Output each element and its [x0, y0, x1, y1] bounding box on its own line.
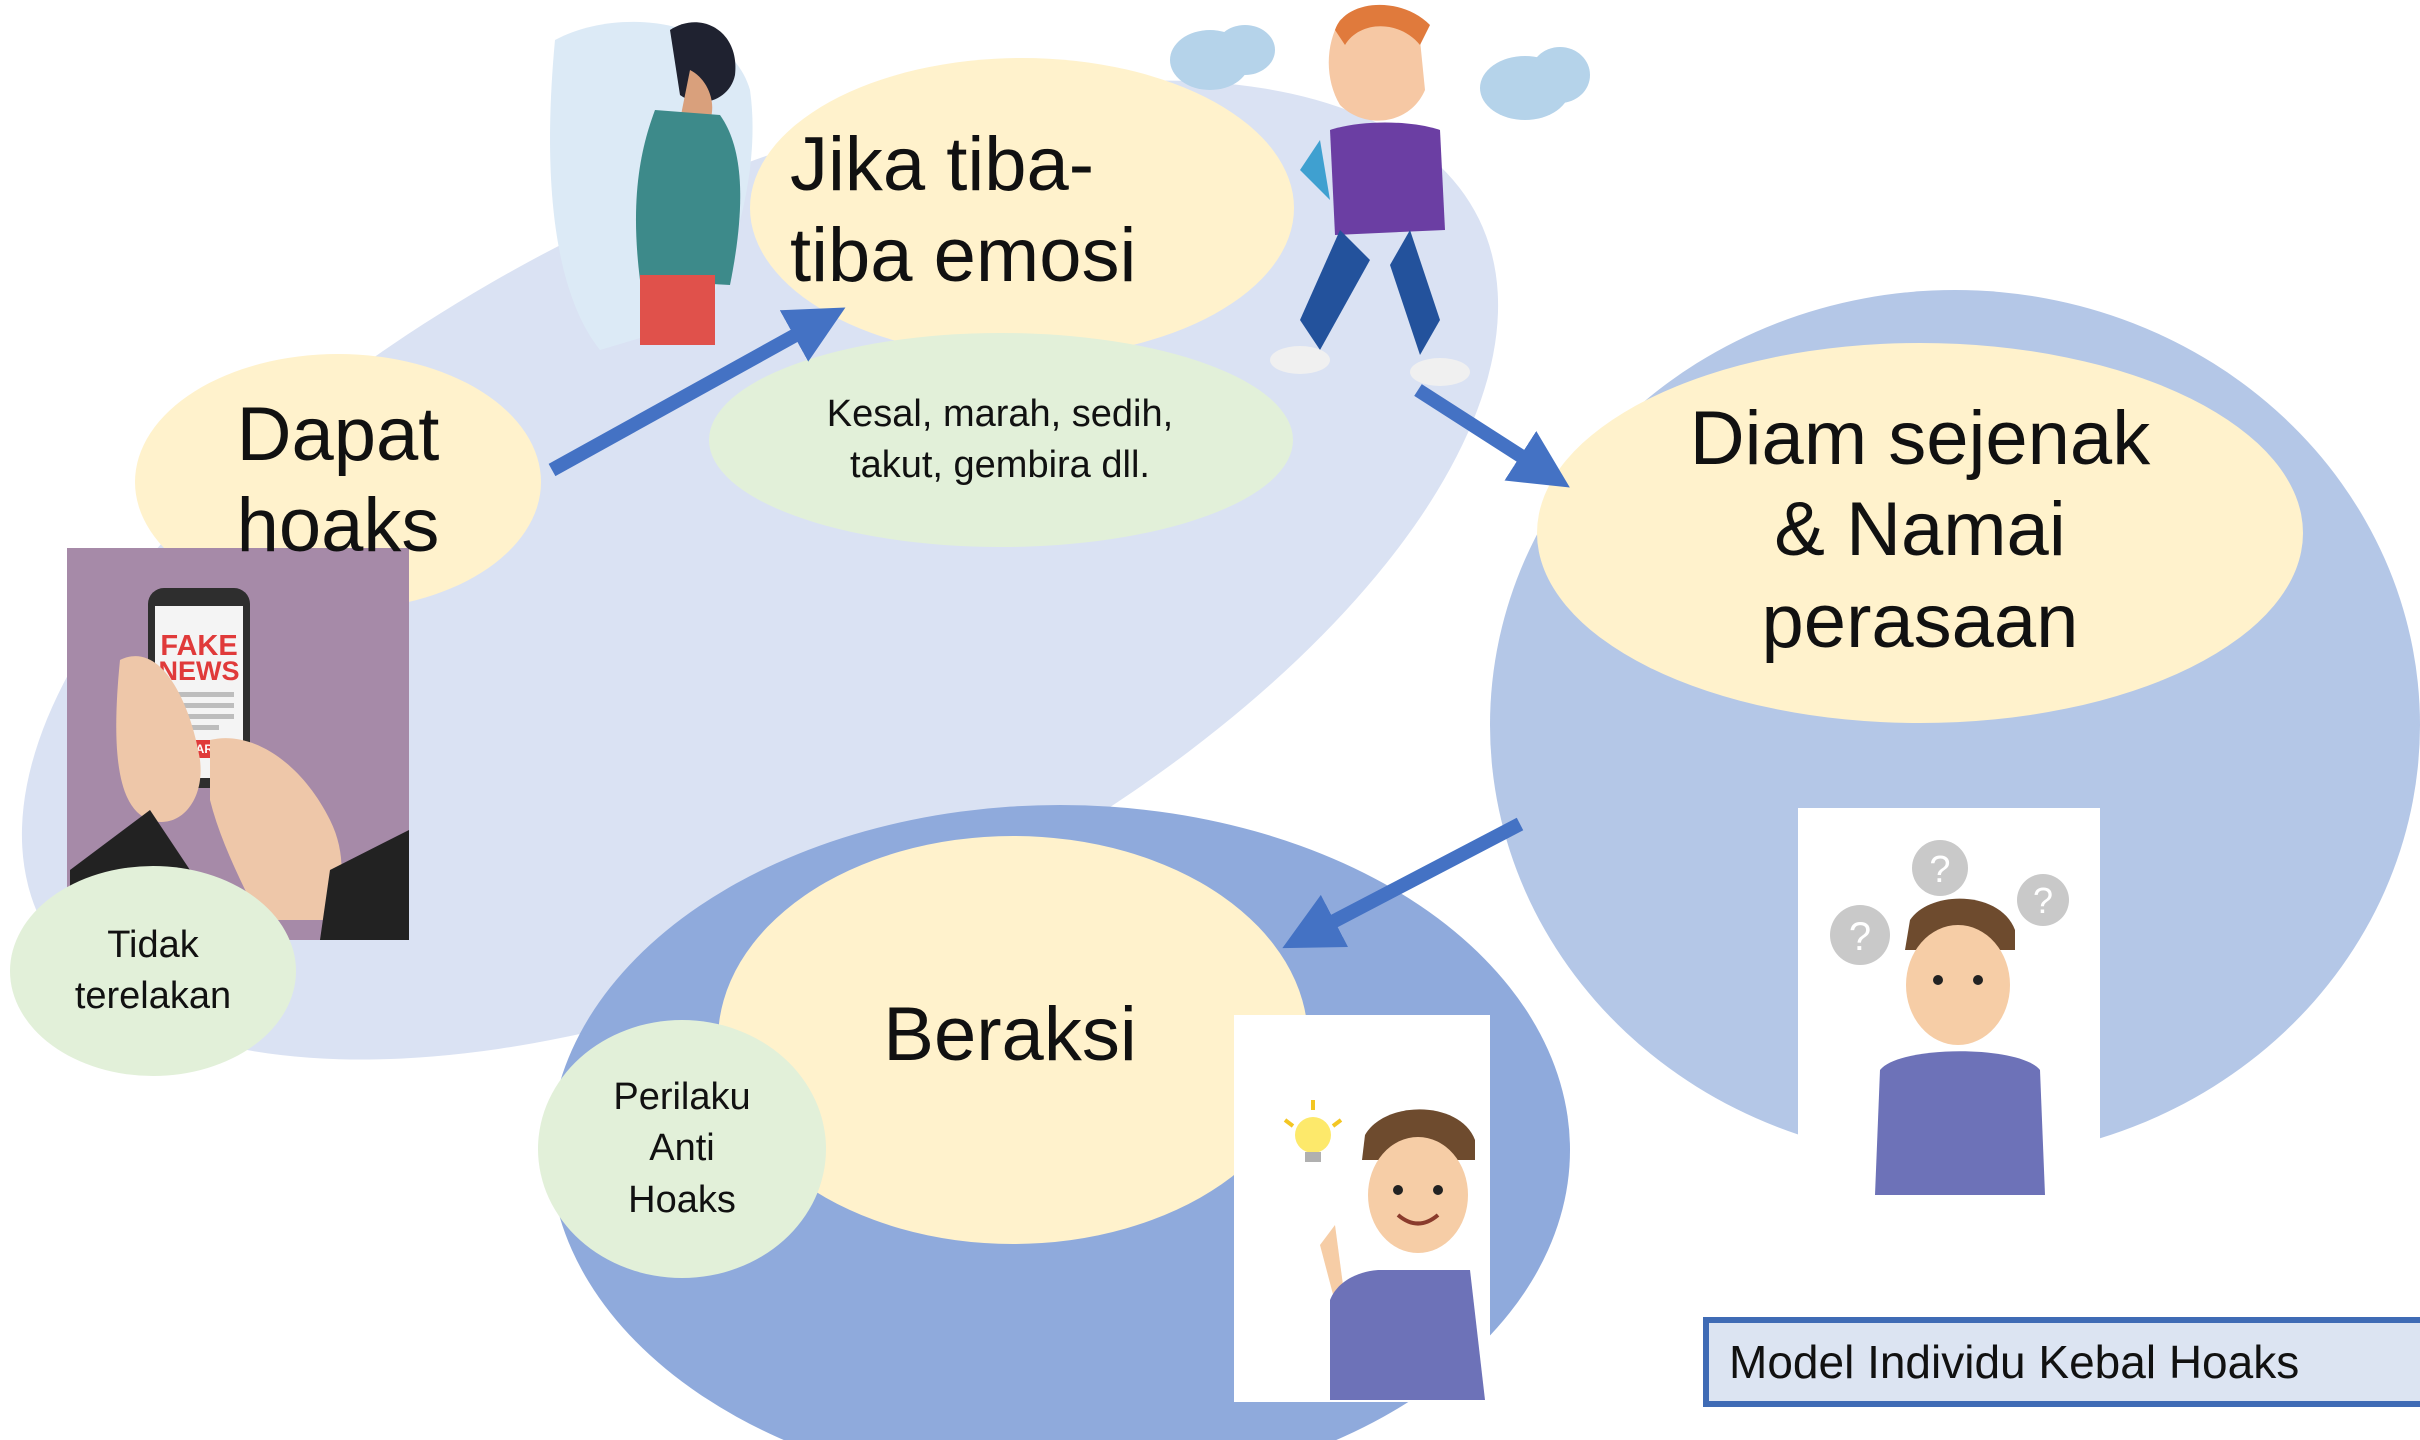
- svg-text:?: ?: [1929, 849, 1950, 891]
- angry-person-icon: [1170, 4, 1590, 386]
- arrow-step3-to-step4: [1282, 817, 1524, 949]
- idea-person-icon: [1234, 1015, 1490, 1402]
- arrow-step2-to-step3: [1414, 384, 1570, 488]
- step3-title: Diam sejenak & Namai perasaan: [1689, 396, 2151, 664]
- step2-oval: [750, 58, 1294, 358]
- step2-note: Kesal, marah, sedih,takut, gembira dll.: [826, 392, 1174, 486]
- crying-person-icon: [550, 21, 753, 351]
- phone-fake-text: FAKE: [160, 630, 237, 662]
- lightbulb-icon: [1283, 1100, 1343, 1162]
- step1-oval: [135, 354, 541, 610]
- diagram-caption-box: Model Individu Kebal Hoaks: [1703, 1317, 2420, 1407]
- question-mark-icon: ?: [1912, 840, 1968, 896]
- step4-oval: [718, 836, 1308, 1244]
- svg-text:?: ?: [2033, 880, 2053, 921]
- diagram-caption: Model Individu Kebal Hoaks: [1729, 1336, 2300, 1388]
- svg-text:?: ?: [1849, 915, 1871, 959]
- step2-note-oval: [709, 333, 1293, 547]
- step2-title: Jika tiba-tiba emosi: [790, 121, 1137, 298]
- arrow-step1-to-step2: [548, 307, 846, 477]
- thinking-person-icon: ? ? ?: [1798, 808, 2100, 1198]
- phone-news-text: NEWS: [159, 656, 240, 686]
- step4-title: Beraksi: [883, 992, 1137, 1078]
- step3-oval: [1537, 343, 2303, 723]
- step4-note: Perilaku Anti Hoaks: [538, 1020, 826, 1278]
